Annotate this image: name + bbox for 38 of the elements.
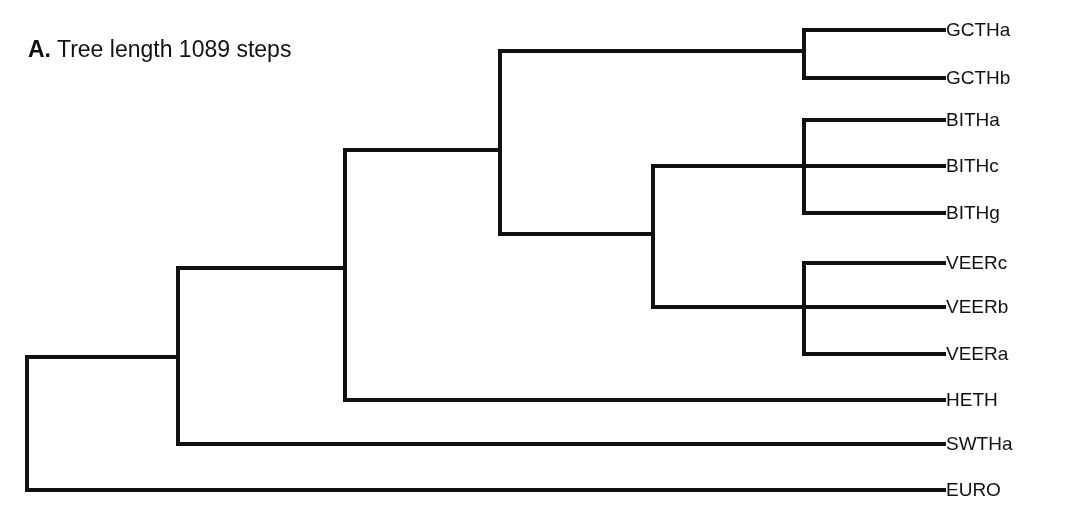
tree-branch	[806, 352, 946, 356]
tree-branch	[180, 266, 343, 270]
tree-branch	[806, 164, 946, 168]
tree-branch	[29, 355, 176, 359]
tree-branch	[806, 76, 946, 80]
tree-branch	[29, 488, 946, 492]
tree-branch	[347, 148, 498, 152]
taxon-label: VEERb	[946, 295, 1009, 319]
tree-branch	[502, 49, 802, 53]
tree-node-bar	[176, 266, 180, 446]
taxon-label: GCTHa	[946, 18, 1011, 42]
tree-node-bar	[25, 355, 29, 492]
taxon-label: GCTHb	[946, 66, 1011, 90]
tree-branch	[806, 28, 946, 32]
tree-node-bar	[802, 261, 806, 356]
tree-branch	[806, 305, 946, 309]
taxon-label: BITHc	[946, 154, 999, 178]
tree-node-bar	[498, 49, 502, 236]
taxon-label: HETH	[946, 388, 998, 412]
tree-branch	[655, 305, 802, 309]
taxon-label: BITHa	[946, 108, 1000, 132]
taxon-label: VEERc	[946, 251, 1008, 275]
tree-node-bar	[343, 148, 347, 402]
taxon-label: SWTHa	[946, 432, 1013, 456]
taxon-label: VEERa	[946, 342, 1009, 366]
tree-node-bar	[802, 118, 806, 215]
taxon-label: BITHg	[946, 201, 1000, 225]
tree-title: A. Tree length 1089 steps	[28, 36, 292, 63]
tree-branch	[806, 118, 946, 122]
taxon-label: EURO	[946, 478, 1001, 502]
tree-branch	[806, 261, 946, 265]
tree-branch	[806, 211, 946, 215]
tree-branch	[180, 442, 946, 446]
tree-branch	[655, 164, 802, 168]
tree-branch	[347, 398, 946, 402]
tree-branch	[502, 232, 651, 236]
tree-node-bar	[651, 164, 655, 309]
tree-node-bar	[802, 28, 806, 80]
